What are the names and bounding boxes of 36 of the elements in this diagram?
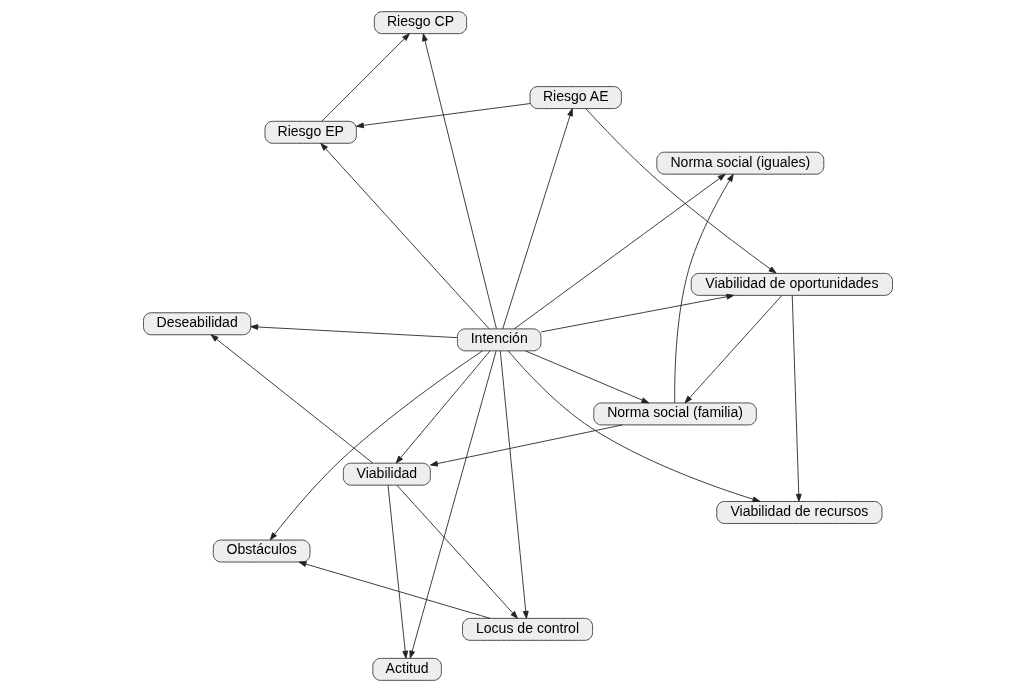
node-box: Locus de control [462, 617, 593, 641]
node-box: Viabilidad [342, 462, 431, 486]
arrow [396, 484, 518, 619]
arrow [422, 33, 497, 329]
arrow [298, 561, 491, 619]
arrow [430, 424, 623, 467]
node-box: Actitud [372, 657, 442, 681]
node-box: Obstáculos [212, 539, 311, 563]
arrow [674, 173, 734, 404]
node-box: Norma social (iguales) [656, 151, 825, 175]
arrow [356, 103, 531, 129]
arrow [684, 295, 783, 404]
arrow [409, 350, 497, 659]
node-box: Norma social (familia) [593, 402, 757, 426]
node-box: Intención [457, 328, 542, 352]
arrow [525, 350, 650, 404]
arrow [540, 293, 735, 333]
arrow [507, 350, 761, 503]
node-box: Deseabilidad [143, 312, 252, 336]
arrow [250, 324, 458, 339]
arrow [387, 484, 409, 659]
node-box: Viabilidad de oportunidades [690, 272, 893, 296]
arrow [585, 108, 777, 274]
arrow [395, 350, 491, 464]
arrow [269, 350, 483, 541]
arrow [502, 108, 573, 330]
node-box: Riesgo EP [264, 120, 357, 144]
node-box: Viabilidad de recursos [716, 501, 883, 524]
arrow [791, 294, 802, 502]
arrow [321, 33, 410, 122]
node-box: Riesgo AE [529, 86, 622, 109]
arrow [499, 350, 529, 619]
arrow [320, 143, 490, 330]
arrow [513, 173, 726, 330]
node-box: Riesgo CP [373, 11, 468, 35]
arrow [210, 334, 374, 464]
